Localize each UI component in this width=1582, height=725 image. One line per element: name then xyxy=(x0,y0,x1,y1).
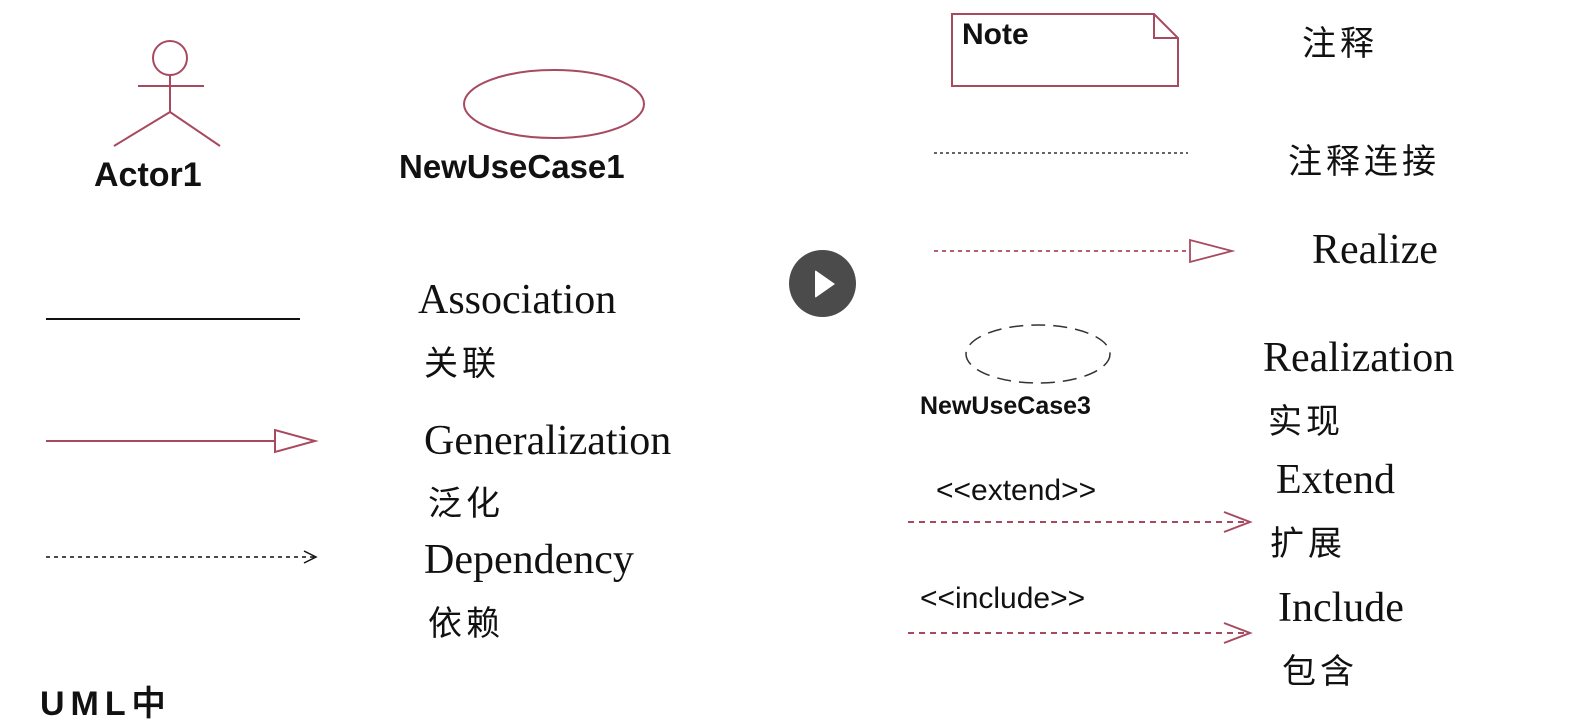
generalization-label: Generalization xyxy=(424,418,672,464)
actor-label: Actor1 xyxy=(94,156,202,194)
association-label: Association xyxy=(418,277,617,323)
realization-use-case-label: NewUseCase3 xyxy=(920,392,1091,420)
generalization-arrow xyxy=(46,428,319,454)
realize-arrow xyxy=(934,238,1236,264)
use-case-ellipse xyxy=(463,69,645,139)
extend-arrow xyxy=(908,511,1253,533)
include-label: Include xyxy=(1278,585,1404,631)
actor-figure xyxy=(113,40,221,147)
association-cn-label: 关联 xyxy=(424,344,500,384)
include-arrow xyxy=(908,622,1253,644)
dependency-arrow xyxy=(46,550,318,564)
extend-stereotype: <<extend>> xyxy=(936,474,1097,507)
dependency-cn-label: 依赖 xyxy=(428,604,504,644)
note-shape xyxy=(951,13,1179,87)
note-link-cn-label: 注释连接 xyxy=(1288,142,1440,182)
realization-cn-label: 实现 xyxy=(1268,402,1344,442)
play-icon xyxy=(815,270,835,298)
include-cn-label: 包含 xyxy=(1282,652,1358,692)
realize-label: Realize xyxy=(1312,227,1438,273)
dependency-label: Dependency xyxy=(424,537,634,583)
bottom-partial-text: UML中 xyxy=(40,685,172,723)
extend-label: Extend xyxy=(1276,457,1395,503)
uml-symbol-legend: Actor1 NewUseCase1 Note 注释 注释连接 Realize … xyxy=(40,13,1455,723)
realization-use-case-ellipse xyxy=(965,324,1111,384)
include-stereotype: <<include>> xyxy=(920,582,1086,615)
diagram-canvas xyxy=(46,13,1253,644)
play-button[interactable] xyxy=(789,250,856,317)
extend-cn-label: 扩展 xyxy=(1270,524,1346,564)
realization-label: Realization xyxy=(1263,335,1455,381)
use-case-label: NewUseCase1 xyxy=(399,148,625,185)
note-cn-label: 注释 xyxy=(1302,24,1378,64)
note-label: Note xyxy=(962,18,1029,51)
generalization-cn-label: 泛化 xyxy=(428,484,504,524)
